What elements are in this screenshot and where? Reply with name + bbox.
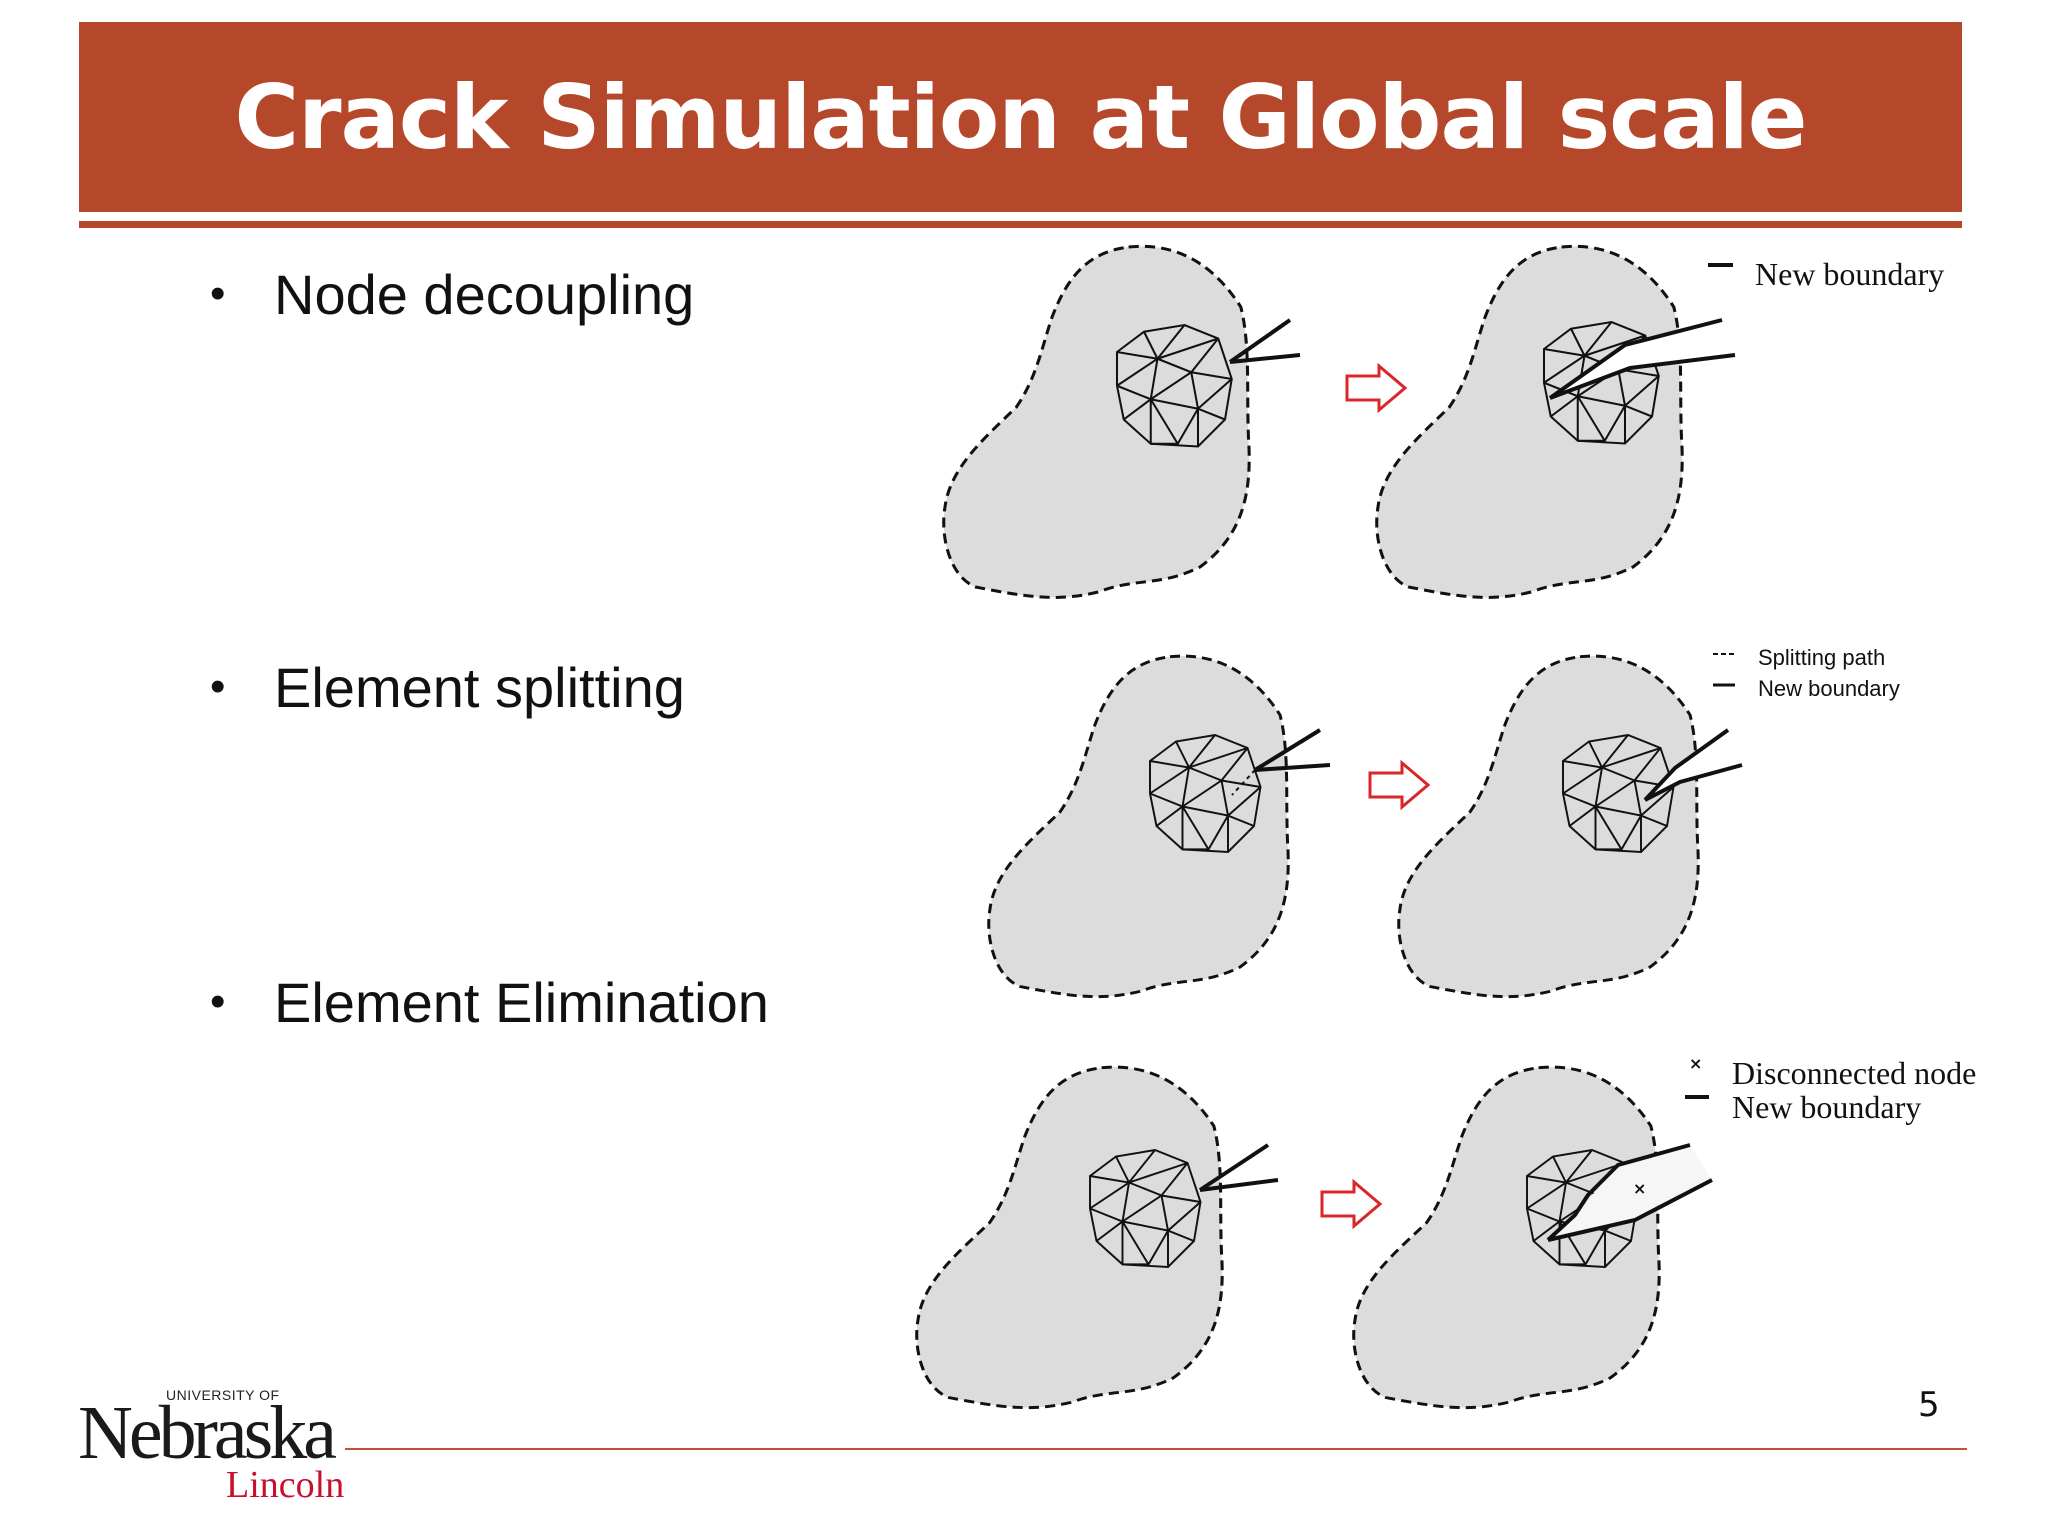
process-arrow-icon	[1320, 1180, 1382, 1228]
legend-new-boundary-row2: New boundary	[1758, 676, 1900, 701]
title-underline	[79, 221, 1962, 228]
panel-element-elimination-after: ×	[1352, 1065, 1713, 1410]
logo-wordmark: Nebraska	[78, 1391, 337, 1475]
bullet-element-elimination: • Element Elimination	[210, 970, 769, 1035]
legend-new-boundary-row3: New boundary	[1732, 1089, 1922, 1125]
process-arrow-icon	[1368, 761, 1430, 809]
panel-node-decoupling-after	[1375, 244, 1736, 599]
panel-element-splitting-before	[987, 654, 1331, 999]
legend-node-marker: ×	[1689, 1054, 1702, 1073]
bullet-label: Node decoupling	[274, 263, 695, 326]
bullet-label: Element splitting	[274, 656, 685, 719]
panel-element-elimination-before	[915, 1065, 1279, 1410]
legend-splitting-path: Splitting path	[1758, 645, 1886, 670]
disconnected-node-marker: ×	[1633, 1179, 1646, 1198]
bullet-element-splitting: • Element splitting	[210, 655, 685, 720]
bullet-node-decoupling: • Node decoupling	[210, 262, 694, 327]
bullet-dot: •	[210, 662, 226, 711]
legend-disconnected-node: Disconnected node	[1732, 1055, 1977, 1091]
legend-new-boundary-row1: New boundary	[1755, 256, 1945, 292]
bullet-dot: •	[210, 269, 226, 318]
bullet-label: Element Elimination	[274, 971, 769, 1034]
bullet-dot: •	[210, 977, 226, 1026]
panel-node-decoupling-before	[942, 244, 1301, 599]
logo-university-text: UNIVERSITY OF	[166, 1387, 280, 1403]
process-arrow-icon	[1345, 364, 1407, 412]
page-number: 5	[1918, 1385, 1940, 1425]
logo-campus: Lincoln	[226, 1464, 345, 1506]
footer-divider	[345, 1448, 1967, 1450]
slide-title: Crack Simulation at Global scale	[234, 65, 1808, 169]
title-bar: Crack Simulation at Global scale	[79, 22, 1962, 212]
university-logo: UNIVERSITY OF Nebraska Lincoln	[78, 1385, 344, 1506]
panel-element-splitting-after	[1397, 654, 1743, 999]
